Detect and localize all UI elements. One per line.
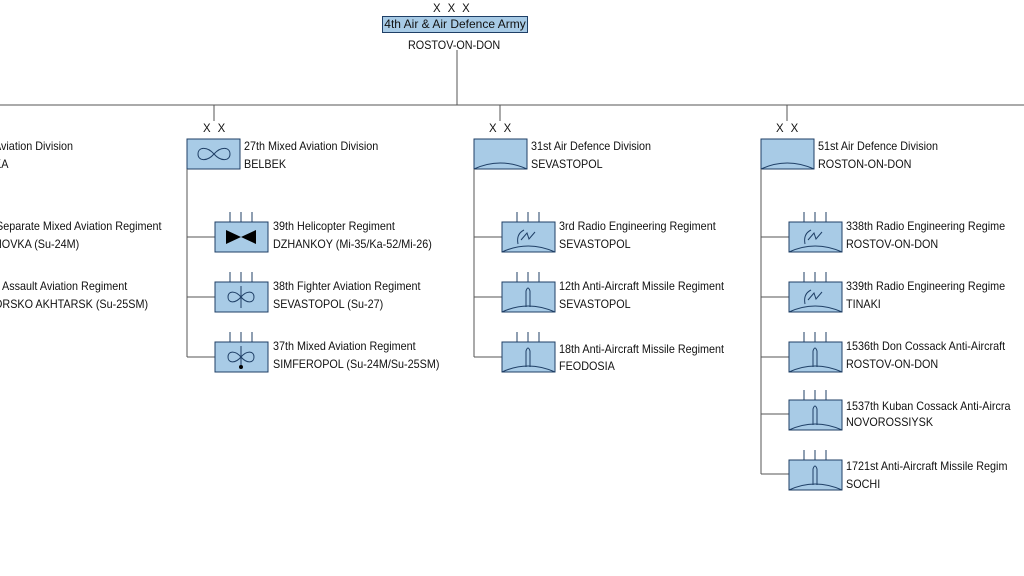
regiment-location: ORSKO AKHTARSK (Su-25SM) [0,297,149,311]
division-name: 31st Air Defence Division [531,139,652,153]
regiment-name: 37th Mixed Aviation Regiment [273,339,416,353]
regiment-location: SEVASTOPOL [559,237,631,251]
division-27-symbol [186,138,241,170]
regiment-location: SIMFEROPOL (Su-24M/Su-25SM) [273,357,440,371]
division-location: KA [0,157,9,171]
radar-regiment-symbol [788,212,843,253]
regiment-name: 1537th Kuban Cossack Anti-Aircra [846,399,1011,413]
division-location: BELBEK [244,157,287,171]
regiment-location: ROSTOV-ON-DON [846,357,939,371]
regiment-location: SOCHI [846,477,881,491]
regiment-name: 18th Anti-Aircraft Missile Regiment [559,342,725,356]
regiment-location: SEVASTOPOL [559,297,631,311]
regiment-name: Separate Mixed Aviation Regiment [0,219,162,233]
fighter-regiment-symbol [214,272,269,313]
division-echelon-marker: X X [203,121,228,135]
regiment-name: 39th Helicopter Regiment [273,219,395,233]
regiment-name: 38th Fighter Aviation Regiment [273,279,421,293]
missile-regiment-symbol [788,450,843,491]
helicopter-regiment-symbol [214,212,269,253]
mixed-aviation-regiment-symbol [214,332,269,373]
regiment-name: 3rd Radio Engineering Regiment [559,219,716,233]
hq-title-box: 4th Air & Air Defence Army [382,16,528,33]
regiment-name: 338th Radio Engineering Regime [846,219,1006,233]
division-name: 27th Mixed Aviation Division [244,139,379,153]
division-location: ROSTON-ON-DON [818,157,912,171]
regiment-location: TINAKI [846,297,881,311]
division-51-symbol [760,138,815,170]
missile-regiment-symbol [788,390,843,431]
regiment-name: 12th Anti-Aircraft Missile Regiment [559,279,725,293]
regiment-location: SEVASTOPOL (Su-27) [273,297,384,311]
division-echelon-marker: X X [776,121,801,135]
radar-regiment-symbol [788,272,843,313]
division-location: SEVASTOPOL [531,157,603,171]
regiment-name: 1721st Anti-Aircraft Missile Regim [846,459,1008,473]
regiment-name: Assault Aviation Regiment [2,279,128,293]
division-31-symbol [473,138,528,170]
regiment-name: 1536th Don Cossack Anti-Aircraft [846,339,1006,353]
radar-regiment-symbol [501,212,556,253]
hq-location: ROSTOV-ON-DON [408,38,501,52]
regiment-location: NOVKA (Su-24M) [0,237,80,251]
regiment-name: 339th Radio Engineering Regime [846,279,1006,293]
division-name: Aviation Division [0,139,74,153]
hq-echelon-marker: X X X [433,1,472,15]
missile-regiment-symbol [501,272,556,313]
regiment-location: FEODOSIA [559,359,615,373]
regiment-location: ROSTOV-ON-DON [846,237,939,251]
division-echelon-marker: X X [489,121,514,135]
regiment-location: NOVOROSSIYSK [846,415,934,429]
regiment-location: DZHANKOY (Mi-35/Ka-52/Mi-26) [273,237,432,251]
division-name: 51st Air Defence Division [818,139,939,153]
missile-regiment-symbol [788,332,843,373]
missile-regiment-symbol [501,332,556,373]
